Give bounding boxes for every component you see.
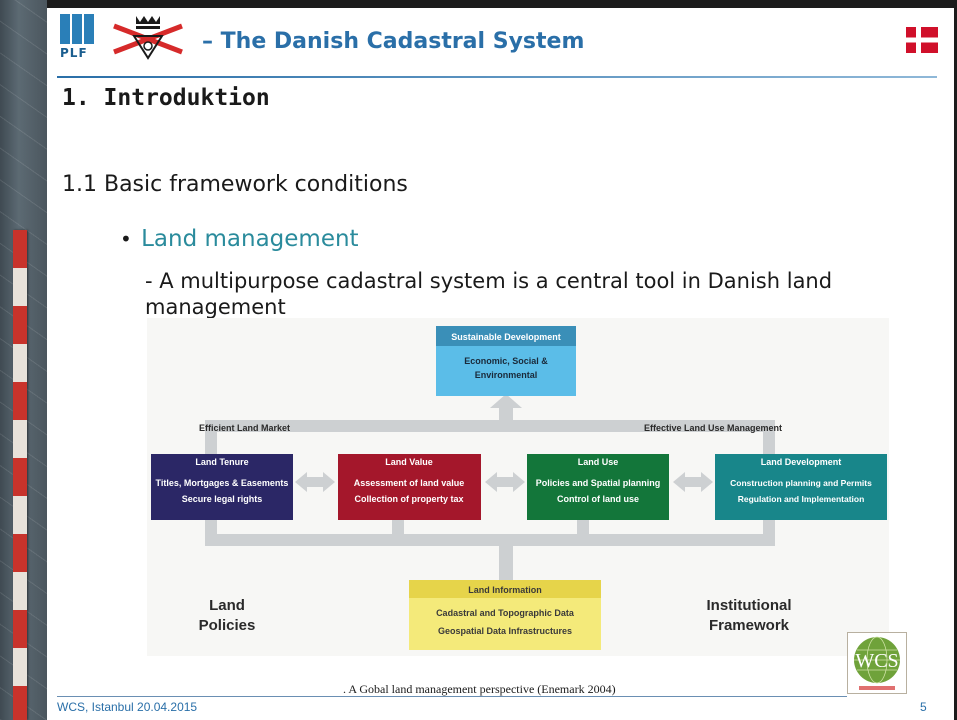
- crown-crest-icon: [113, 16, 183, 60]
- tenure-box-line2: Secure legal rights: [182, 494, 263, 504]
- plf-logo: PLF: [60, 14, 98, 60]
- wcs-logo-text: WCS: [855, 650, 898, 672]
- land-management-diagram: Sustainable Development Economic, Social…: [147, 318, 889, 656]
- footer-text: WCS, Istanbul 20.04.2015: [57, 700, 198, 714]
- survey-pole-image: [13, 230, 27, 720]
- bullet-dot-icon: •: [120, 227, 132, 251]
- land-policies-label-2: Policies: [199, 617, 256, 634]
- value-box-line2: Collection of property tax: [354, 494, 463, 504]
- section-subheading: 1.1 Basic framework conditions: [62, 172, 408, 197]
- value-box-title: Land Value: [385, 457, 433, 467]
- top-box-line1: Economic, Social &: [464, 356, 548, 366]
- footer-divider: [57, 696, 847, 697]
- slide-title: – The Danish Cadastral System: [202, 29, 585, 54]
- info-box-line1: Cadastral and Topographic Data: [436, 608, 575, 618]
- figure-caption: . A Gobal land management perspective (E…: [343, 682, 616, 696]
- value-box-line1: Assessment of land value: [354, 478, 465, 488]
- development-box-line1: Construction planning and Permits: [730, 478, 872, 488]
- bullet-label: Land management: [141, 226, 359, 252]
- top-box-line2: Environmental: [475, 370, 538, 380]
- bullet-item: • Land management: [120, 226, 359, 252]
- danish-flag-icon: [906, 27, 938, 53]
- top-border: [47, 0, 957, 8]
- wcs-logo-icon: WCS: [847, 632, 907, 694]
- development-box-title: Land Development: [761, 457, 842, 467]
- page-number: 5: [920, 700, 927, 714]
- bullet-text: - A multipurpose cadastral system is a c…: [145, 269, 833, 319]
- info-box-line2: Geospatial Data Infrastructures: [438, 626, 572, 636]
- tenure-box-line1: Titles, Mortgages & Easements: [156, 478, 289, 488]
- decorative-left-strip: [0, 0, 47, 720]
- tenure-box-title: Land Tenure: [195, 457, 248, 467]
- land-policies-label-1: Land: [209, 597, 245, 614]
- institutional-framework-label-1: Institutional: [707, 597, 792, 614]
- top-box-title: Sustainable Development: [451, 332, 561, 342]
- development-box-line2: Regulation and Implementation: [738, 494, 865, 504]
- use-box-line2: Control of land use: [557, 494, 639, 504]
- effective-land-use-label: Effective Land Use Management: [644, 423, 782, 433]
- efficient-land-market-label: Efficient Land Market: [199, 423, 290, 433]
- use-box-line1: Policies and Spatial planning: [536, 478, 661, 488]
- header-divider: [57, 76, 937, 78]
- use-box-title: Land Use: [578, 457, 619, 467]
- info-box-title: Land Information: [468, 585, 542, 595]
- institutional-framework-label-2: Framework: [709, 617, 790, 634]
- plf-logo-text: PLF: [60, 46, 88, 60]
- section-heading: 1. Introduktion: [62, 85, 270, 111]
- right-border: [954, 0, 957, 720]
